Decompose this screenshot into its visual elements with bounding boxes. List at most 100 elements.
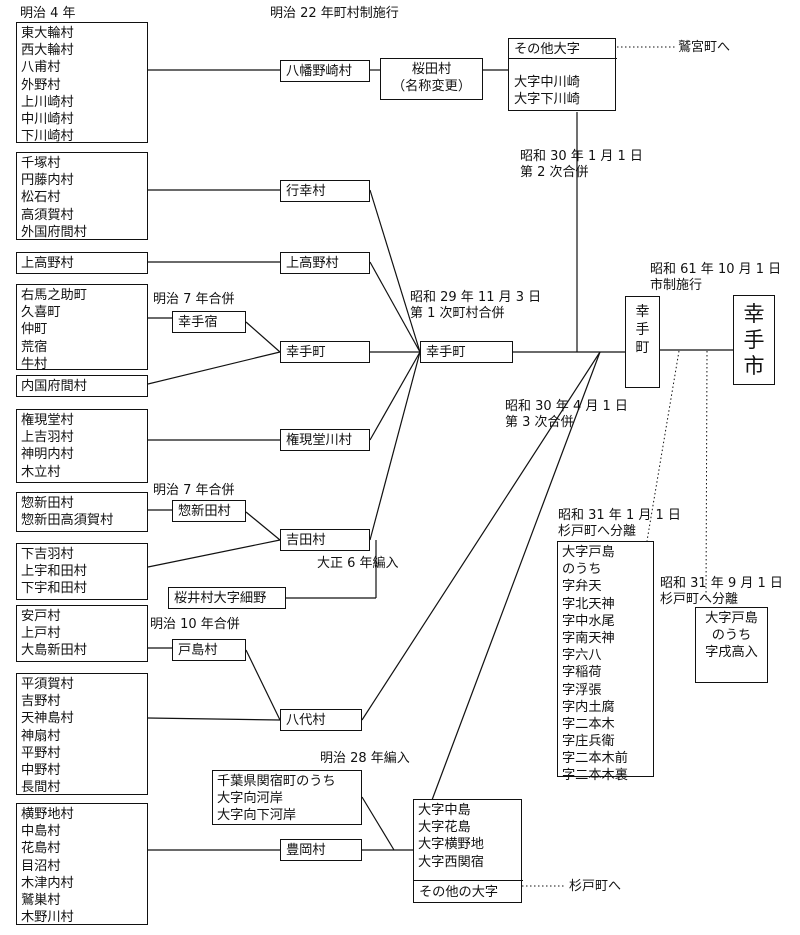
note-showa29: 昭和 29 年 11 月 3 日 第 1 次町村合併 <box>410 290 541 322</box>
village-sakurada: 桜田村 （名称変更） <box>380 58 483 100</box>
village-name: 中野村 <box>21 762 61 778</box>
village-name: 吉野村 <box>21 694 61 710</box>
group-box-11: 横野地村 中島村 花島村 目沼村 木津内村 鷲巣村 木野川村 <box>16 803 148 925</box>
aza-item: 大字戸島 <box>562 545 615 560</box>
note-meiji7-a: 明治 7 年合併 <box>153 292 235 307</box>
village-name: 東大輪村 <box>21 26 74 41</box>
village-name: 仲町 <box>21 322 48 338</box>
group-box-10: 平須賀村 吉野村 天神島村 神扇村 平野村 中野村 長間村 <box>16 673 148 795</box>
note-meiji10: 明治 10 年合併 <box>150 617 240 632</box>
line-g5-machi <box>147 351 281 385</box>
village-name: 木津内村 <box>21 875 74 891</box>
line-juku-machi <box>245 321 281 353</box>
divider <box>414 880 523 881</box>
group-box-6: 権現堂村 上吉羽村 神明内村 木立村 <box>16 409 148 483</box>
village-name: 西大輪村 <box>21 43 74 59</box>
chiba-sekiyado-box: 千葉県関宿町のうち 大字向河岸 大字向下河岸 <box>212 770 362 825</box>
group-box-1: 東大輪村 西大輪村 八甫村 外野村 上川崎村 中川崎村 下川崎村 <box>16 22 148 144</box>
line-g8-yoshida <box>147 539 281 568</box>
aza-item: 字稲荷 <box>562 665 602 681</box>
village-sakurada-note: （名称変更） <box>391 79 472 94</box>
aza-item: のうち <box>562 562 602 578</box>
village-name: 上宇和田村 <box>21 564 87 580</box>
village-name: 平須賀村 <box>21 677 74 692</box>
village-satte-machi: 幸手町 <box>280 341 370 363</box>
village-sakurada-name: 桜田村 <box>411 62 452 77</box>
village-name: 長間村 <box>21 780 61 796</box>
chiba-line: 大字向河岸 <box>217 791 283 807</box>
village-name: 権現堂村 <box>21 413 74 428</box>
note-showa30-apr: 昭和 30 年 4 月 1 日 第 3 次合併 <box>505 399 628 431</box>
chiba-line: 千葉県関宿町のうち <box>217 774 336 789</box>
village-tojima: 戸島村 <box>172 639 246 661</box>
village-name: 荒宿 <box>21 339 48 355</box>
vchar: 手 <box>743 328 765 352</box>
village-name: 鷲巣村 <box>21 892 61 908</box>
village-name: 円藤内村 <box>21 173 74 189</box>
village-name: 天神島村 <box>21 711 74 727</box>
village-name: 外国府間村 <box>21 224 87 240</box>
satte-city: 幸 手 市 <box>733 295 775 385</box>
vchar: 手 <box>635 322 650 338</box>
note-line: 第 3 次合併 <box>505 415 574 430</box>
village-name: 外野村 <box>21 77 61 93</box>
sonota-oaza-label: その他大字 <box>514 42 580 57</box>
note-to-washimiya: 鷲宮町へ <box>678 40 731 55</box>
village-name: 神明内村 <box>21 447 74 463</box>
satte-town-merged: 幸手町 <box>420 341 513 363</box>
village-name: 上川崎村 <box>21 94 74 110</box>
note-line: 昭和 30 年 1 月 1 日 <box>520 149 643 164</box>
village-soshinden: 惣新田村 <box>172 500 246 522</box>
village-name: 高須賀村 <box>21 207 74 223</box>
aza-item: 大字戸島 <box>705 611 758 626</box>
oaza-item: 大字中島 <box>418 803 471 818</box>
note-showa61: 昭和 61 年 10 月 1 日 市制施行 <box>650 262 781 294</box>
village-name: 下吉羽村 <box>21 547 74 562</box>
note-to-sugito: 杉戸町へ <box>569 879 622 894</box>
note-line: 昭和 31 年 9 月 1 日 <box>660 576 783 591</box>
sonota-oaza-label: その他の大字 <box>419 885 499 900</box>
village-gongendogawa: 権現堂川村 <box>280 429 370 451</box>
village-name: 上高野村 <box>21 256 74 271</box>
note-line: 昭和 61 年 10 月 1 日 <box>650 262 782 277</box>
aza-item: 字戌高入 <box>705 645 758 661</box>
vchar: 市 <box>743 354 765 378</box>
line-gyoko-satte <box>369 189 421 353</box>
line-yashiro-satte <box>361 351 601 721</box>
village-name: 大島新田村 <box>21 643 87 659</box>
oaza-item: 大字中川崎 <box>514 75 580 90</box>
aza-item: 字中水尾 <box>562 613 615 629</box>
note-line: 第 2 次合併 <box>520 165 589 180</box>
header-meiji4: 明治 4 年 <box>20 6 76 21</box>
aza-item: のうち <box>711 628 752 644</box>
line-gongendo-satte <box>369 351 421 441</box>
village-name: 牛村 <box>21 356 48 372</box>
note-showa31-jan: 昭和 31 年 1 月 1 日 杉戸町へ分離 <box>558 508 681 540</box>
group-box-7: 惣新田村 惣新田高須賀村 <box>16 492 148 532</box>
oaza-item: 大字下川崎 <box>514 92 580 107</box>
village-name: 中島村 <box>21 824 61 840</box>
village-name: 花島村 <box>21 841 61 857</box>
village-kamikoya: 上高野村 <box>280 252 370 274</box>
aza-item: 字弁天 <box>562 579 602 595</box>
note-taisho6: 大正 6 年編入 <box>317 556 399 571</box>
chiba-line: 大字向下河岸 <box>217 808 297 824</box>
line-yoshida-satte <box>369 351 421 541</box>
line-g10-yashiro <box>147 717 281 721</box>
village-gyoko: 行幸村 <box>280 180 370 202</box>
line-tojima-yashiro <box>245 649 281 721</box>
oaza-item: 大字花島 <box>418 820 471 836</box>
note-line: 昭和 29 年 11 月 3 日 <box>410 290 542 305</box>
aza-item: 字南天神 <box>562 630 615 646</box>
header-meiji22: 明治 22 年町村制施行 <box>270 6 399 21</box>
vchar: 幸 <box>635 304 650 320</box>
village-name: 木立村 <box>21 464 61 480</box>
village-name: 横野地村 <box>21 807 74 822</box>
bunri-box-2: 大字戸島 のうち 字戌高入 <box>695 607 768 683</box>
group-box-2: 千塚村 円藤内村 松石村 高須賀村 外国府間村 <box>16 152 148 240</box>
satte-town-vertical: 幸 手 町 <box>625 296 660 388</box>
sonota-oaza-box: その他大字 大字中川崎 大字下川崎 <box>508 38 617 111</box>
village-name: 安戸村 <box>21 609 61 624</box>
note-showa30-jan: 昭和 30 年 1 月 1 日 第 2 次合併 <box>520 149 643 181</box>
